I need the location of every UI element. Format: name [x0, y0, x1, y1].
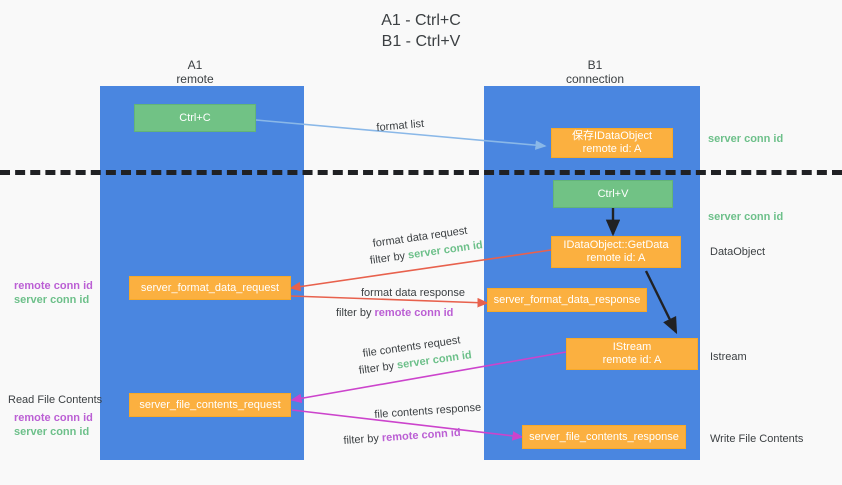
- left-conn-id-stack-1: remote conn id server conn id: [14, 279, 93, 307]
- label-file-contents-response: file contents response: [374, 401, 482, 421]
- filter-by-text-4: filter by: [343, 432, 380, 447]
- ctrl-c-box[interactable]: Ctrl+C: [134, 104, 256, 132]
- server-file-contents-request-box[interactable]: server_file_contents_request: [129, 393, 291, 417]
- label-format-data-response-filter: filter by remote conn id: [336, 306, 453, 320]
- label-format-list: format list: [376, 117, 425, 134]
- filter-by-text-2: filter by: [336, 307, 372, 319]
- lane-header-a1: A1 remote: [176, 58, 214, 86]
- lane-header-b1: B1 connection: [565, 58, 625, 86]
- server-format-data-response-box[interactable]: server_format_data_response: [487, 288, 647, 312]
- remote-conn-id-token-2: remote conn id: [381, 426, 461, 445]
- right-label-server-conn-id-mid: server conn id: [708, 211, 784, 223]
- server-file-contents-response-box[interactable]: server_file_contents_response: [522, 425, 686, 449]
- label-format-data-response: format data response: [361, 287, 465, 299]
- filter-by-text: filter by: [369, 250, 406, 267]
- left-remote-conn-id-1: remote conn id: [14, 280, 93, 292]
- phase-divider: [0, 170, 842, 175]
- right-label-server-conn-id-top: server conn id: [708, 133, 784, 145]
- right-label-dataobject: DataObject: [710, 246, 766, 258]
- save-idataobject-box[interactable]: 保存IDataObject remote id: A: [551, 128, 673, 158]
- istream-box[interactable]: IStream remote id: A: [566, 338, 698, 370]
- server-format-data-request-box[interactable]: server_format_data_request: [129, 276, 291, 300]
- left-server-conn-id-2: server conn id: [14, 426, 90, 438]
- left-label-read-file-contents: Read File Contents: [8, 394, 103, 406]
- remote-conn-id-token: remote conn id: [374, 307, 454, 319]
- ctrl-v-box[interactable]: Ctrl+V: [553, 180, 673, 208]
- left-remote-conn-id-2: remote conn id: [14, 412, 93, 424]
- right-label-istream: Istream: [710, 351, 747, 363]
- label-file-contents-response-filter: filter by remote conn id: [343, 426, 461, 448]
- left-conn-id-stack-2: remote conn id server conn id: [14, 411, 93, 439]
- right-label-write-file-contents: Write File Contents: [710, 433, 804, 445]
- idataobject-getdata-box[interactable]: IDataObject::GetData remote id: A: [551, 236, 681, 268]
- page-title: A1 - Ctrl+C B1 - Ctrl+V: [381, 12, 461, 50]
- filter-by-text-3: filter by: [358, 360, 395, 377]
- left-server-conn-id-1: server conn id: [14, 294, 90, 306]
